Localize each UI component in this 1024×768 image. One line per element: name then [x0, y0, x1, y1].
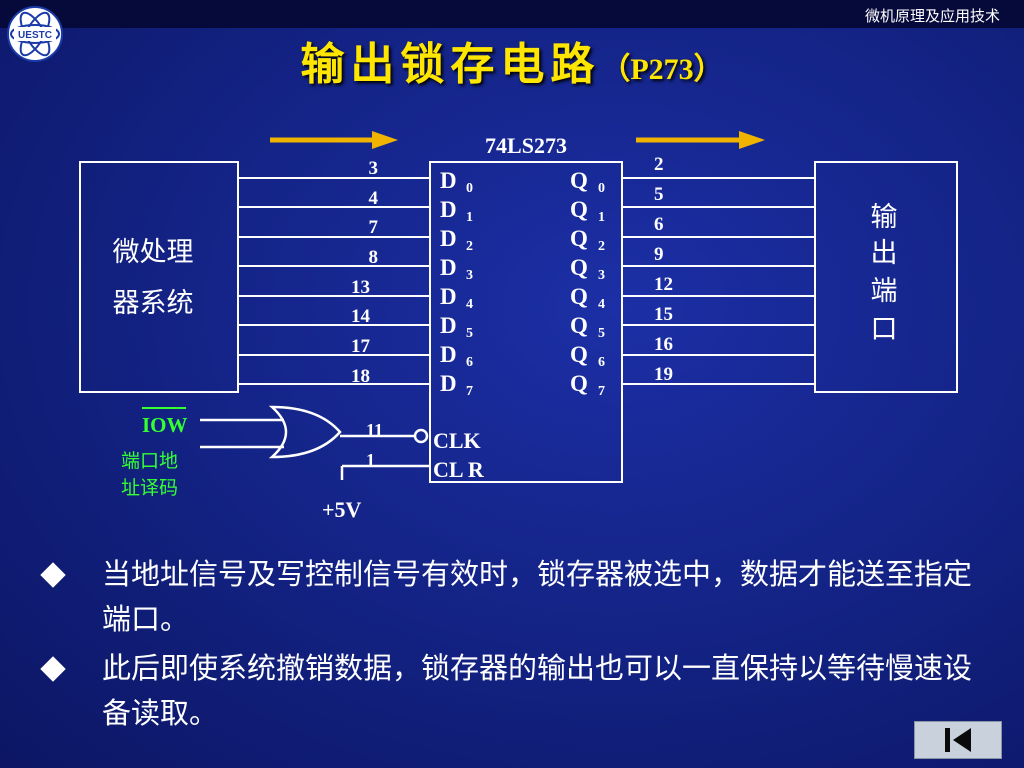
d-label: D: [440, 197, 457, 222]
decode-label-2: 址译码: [121, 477, 178, 499]
chip-name: 74LS273: [485, 133, 567, 158]
d-subscript: 2: [466, 239, 473, 254]
q-label: Q: [570, 255, 588, 280]
q-pin-number: 9: [654, 244, 664, 265]
right-arrow-icon: [636, 131, 765, 149]
circuit-diagram: 微处理 器系统 74LS273 输 出 端 口 3 4 7 8 13 14 17…: [79, 131, 958, 522]
q-pin-number: 5: [654, 184, 664, 205]
course-title: 微机原理及应用技术: [864, 7, 1000, 25]
slide-title: 输出锁存电路（P273）: [0, 28, 1024, 92]
bullet-text: 此后即使系统撤销数据，锁存器的输出也可以一直保持以等待慢速设备读取。: [102, 651, 973, 730]
q-subscript: 3: [598, 268, 605, 283]
bullet-item: 此后即使系统撤销数据，锁存器的输出也可以一直保持以等待慢速设备读取。: [40, 646, 1000, 736]
q-pin-number: 15: [654, 304, 673, 325]
d-subscript: 1: [466, 210, 473, 225]
d-label: D: [440, 371, 457, 396]
output-port-block: [814, 161, 958, 393]
previous-slide-button[interactable]: [914, 721, 1002, 759]
q-subscript: 2: [598, 239, 605, 254]
d-subscript: 7: [466, 384, 473, 399]
d-subscript: 4: [466, 297, 473, 312]
title-main: 输出锁存电路: [300, 39, 601, 90]
q-pin-number: 6: [654, 214, 664, 235]
d-label: D: [440, 284, 457, 309]
clr-pin-number: 1: [366, 450, 375, 470]
q-label: Q: [570, 168, 588, 193]
d-pin-number: 13: [351, 277, 370, 298]
output-port-char: 端: [871, 276, 898, 307]
d-label: D: [440, 255, 457, 280]
d-pin-number: 8: [369, 247, 379, 268]
or-gate-icon: [200, 405, 430, 480]
d-label: D: [440, 342, 457, 367]
q-pin-number: 2: [654, 154, 664, 175]
output-port-char: 输: [871, 202, 898, 233]
bullet-list: 当地址信号及写控制信号有效时，锁存器被选中，数据才能送至指定端口。 此后即使系统…: [40, 552, 1000, 740]
q-subscript: 5: [598, 326, 605, 341]
skip-back-icon: [945, 728, 971, 752]
bullet-text: 当地址信号及写控制信号有效时，锁存器被选中，数据才能送至指定端口。: [102, 557, 973, 636]
q-pin-number: 16: [654, 334, 673, 355]
d-subscript: 5: [466, 326, 473, 341]
d-label: D: [440, 226, 457, 251]
q-label: Q: [570, 197, 588, 222]
q-subscript: 6: [598, 355, 605, 370]
output-port-char: 出: [871, 238, 898, 269]
d-pin-number: 18: [351, 366, 370, 387]
d-pin-number: 7: [369, 217, 379, 238]
output-port-label: 输 出 端 口: [871, 202, 898, 345]
bullet-item: 当地址信号及写控制信号有效时，锁存器被选中，数据才能送至指定端口。: [40, 552, 1000, 642]
output-port-char: 口: [871, 314, 898, 345]
q-label: Q: [570, 284, 588, 309]
q-subscript: 1: [598, 210, 605, 225]
title-reference: （P273）: [600, 53, 724, 86]
q-label: Q: [570, 226, 588, 251]
microprocessor-block: [79, 161, 239, 393]
microprocessor-label-2: 器系统: [113, 288, 194, 319]
clk-label: CLK: [433, 428, 481, 453]
d-pin-number: 14: [351, 306, 371, 327]
q-label: Q: [570, 342, 588, 367]
d-subscript: 3: [466, 268, 473, 283]
d-pin-number: 17: [351, 336, 371, 357]
q-label: Q: [570, 371, 588, 396]
diamond-bullet-icon: [40, 562, 66, 588]
left-arrow-icon: [270, 131, 398, 149]
logo-text: UESTC: [18, 30, 52, 41]
q-label: Q: [570, 313, 588, 338]
d-pin-number: 3: [369, 158, 379, 179]
d-label: D: [440, 168, 457, 193]
decode-label-1: 端口地: [121, 450, 178, 472]
data-bus-lines: [238, 177, 815, 385]
clr-label: CL R: [433, 457, 485, 482]
d-subscript: 0: [466, 181, 473, 196]
iow-label: IOW: [142, 413, 188, 437]
q-pin-number: 19: [654, 364, 673, 385]
q-subscript: 4: [598, 297, 605, 312]
q-subscript: 7: [598, 384, 605, 399]
d-subscript: 6: [466, 355, 473, 370]
d-pin-number: 4: [369, 188, 379, 209]
chip-74ls273: [429, 161, 623, 483]
q-pin-number: 12: [654, 274, 673, 295]
q-subscript: 0: [598, 181, 605, 196]
d-label: D: [440, 313, 457, 338]
university-logo-icon: UESTC: [7, 6, 63, 62]
microprocessor-label-1: 微处理: [113, 237, 194, 268]
diamond-bullet-icon: [40, 656, 66, 682]
power-label: +5V: [322, 497, 362, 522]
header-strip: [0, 0, 1024, 28]
